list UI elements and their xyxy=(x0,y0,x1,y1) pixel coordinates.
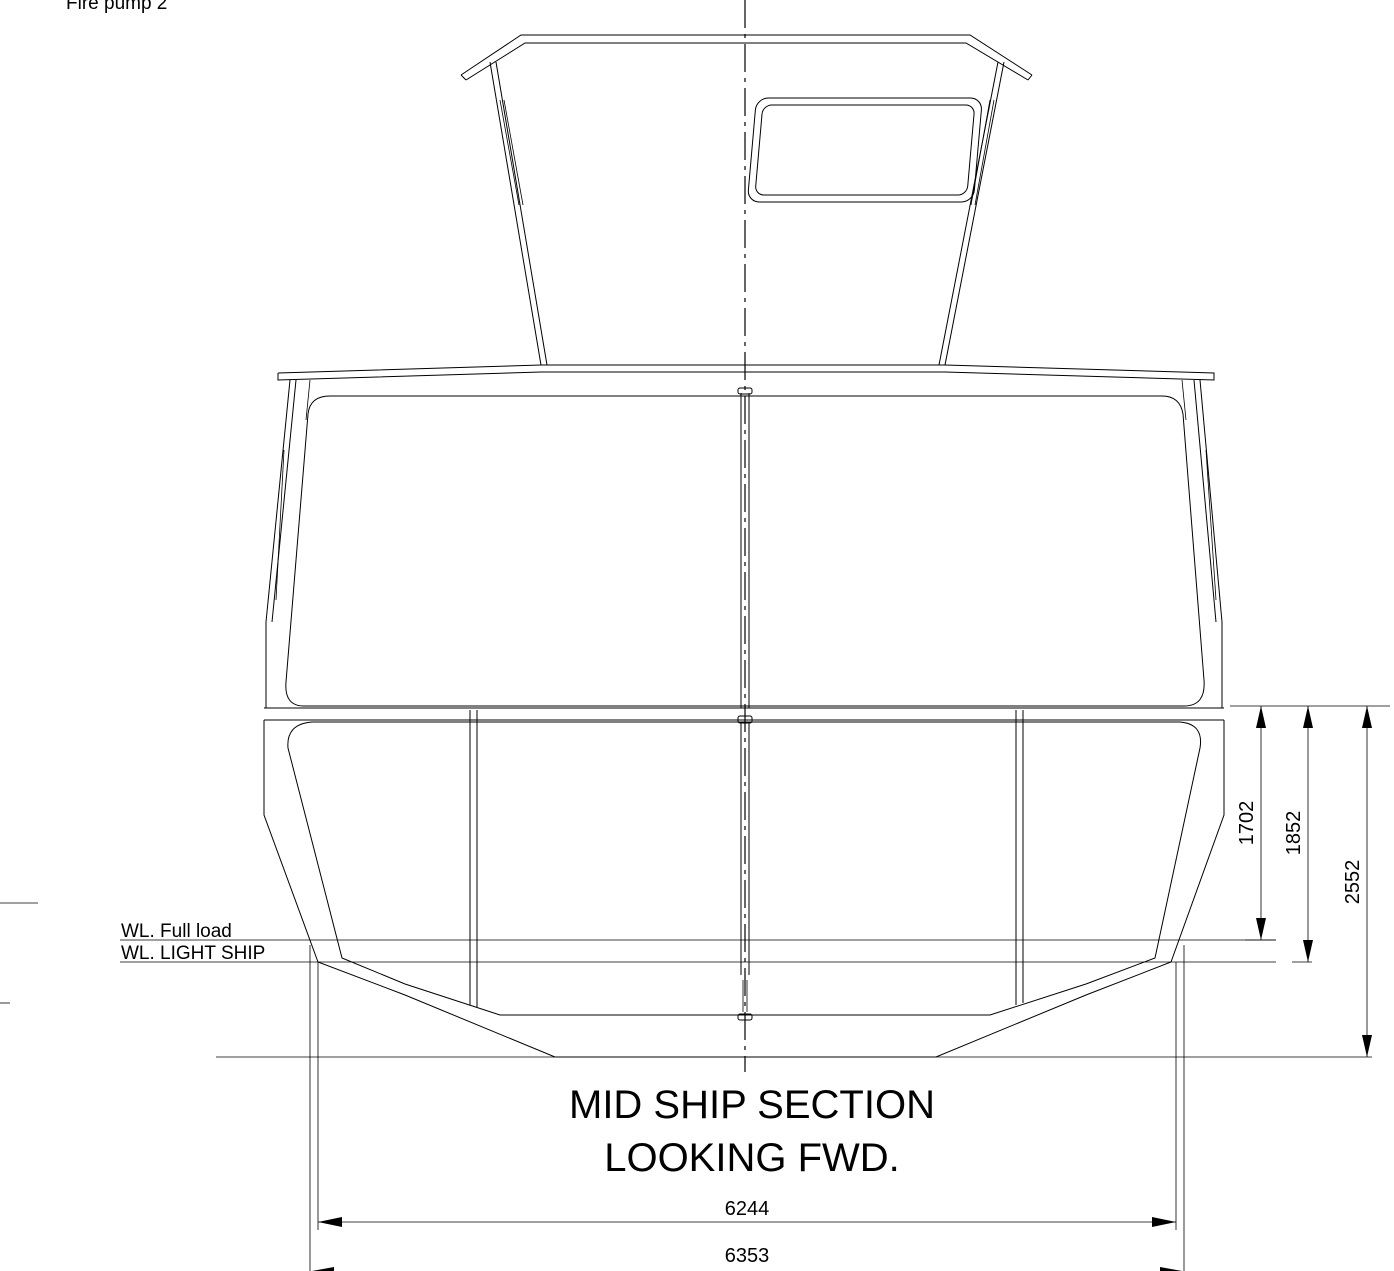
dim-arrow xyxy=(1303,706,1313,728)
corner-note: Fire pump 2 xyxy=(66,0,167,14)
hull-inner xyxy=(287,721,1202,1016)
dim-arrow xyxy=(312,1267,334,1271)
dim-1702: 1702 xyxy=(1236,801,1258,846)
dim-arrow xyxy=(318,1217,342,1227)
waterline-light-ship-label: WL. LIGHT SHIP xyxy=(121,943,265,964)
dim-arrow xyxy=(1152,1217,1176,1227)
vertical-dimensions: 1702 1852 2552 xyxy=(1230,705,1390,1058)
hull xyxy=(263,710,1225,1058)
deckhouse-wall-left xyxy=(265,379,291,623)
drawing-title-line2: LOOKING FWD. xyxy=(604,1136,900,1180)
dim-arrow xyxy=(1303,940,1313,962)
dim-arrow xyxy=(1256,918,1266,940)
deckhouse-wall-right xyxy=(1199,379,1223,623)
wheelhouse-roof-bottom xyxy=(465,42,1029,81)
dim-6353: 6353 xyxy=(725,1245,770,1267)
wheelhouse-wall-right xyxy=(944,61,1005,366)
wheelhouse-roof-top xyxy=(460,34,1033,76)
dim-arrow xyxy=(1160,1267,1182,1271)
wheelhouse xyxy=(460,34,1033,366)
dim-6244: 6244 xyxy=(725,1198,770,1220)
dim-1852: 1852 xyxy=(1283,811,1305,856)
dim-arrow xyxy=(1362,1035,1372,1057)
upper-deck-plate xyxy=(277,364,1215,381)
deckhouse-window-panel xyxy=(285,395,1205,707)
front-window-outer xyxy=(747,97,982,203)
drawing-title-line1: MID SHIP SECTION xyxy=(569,1083,935,1127)
front-window-inner xyxy=(755,104,975,196)
wheelhouse-wall-left xyxy=(489,61,542,366)
deckhouse xyxy=(265,364,1223,708)
dim-arrow xyxy=(1256,706,1266,728)
hull-outer xyxy=(263,720,1225,1058)
horizontal-dimensions: 6244 6353 xyxy=(309,945,1185,1271)
dim-arrow xyxy=(1362,706,1372,728)
dim-2552: 2552 xyxy=(1342,860,1364,905)
waterline-full-load-label: WL. Full load xyxy=(121,921,232,942)
